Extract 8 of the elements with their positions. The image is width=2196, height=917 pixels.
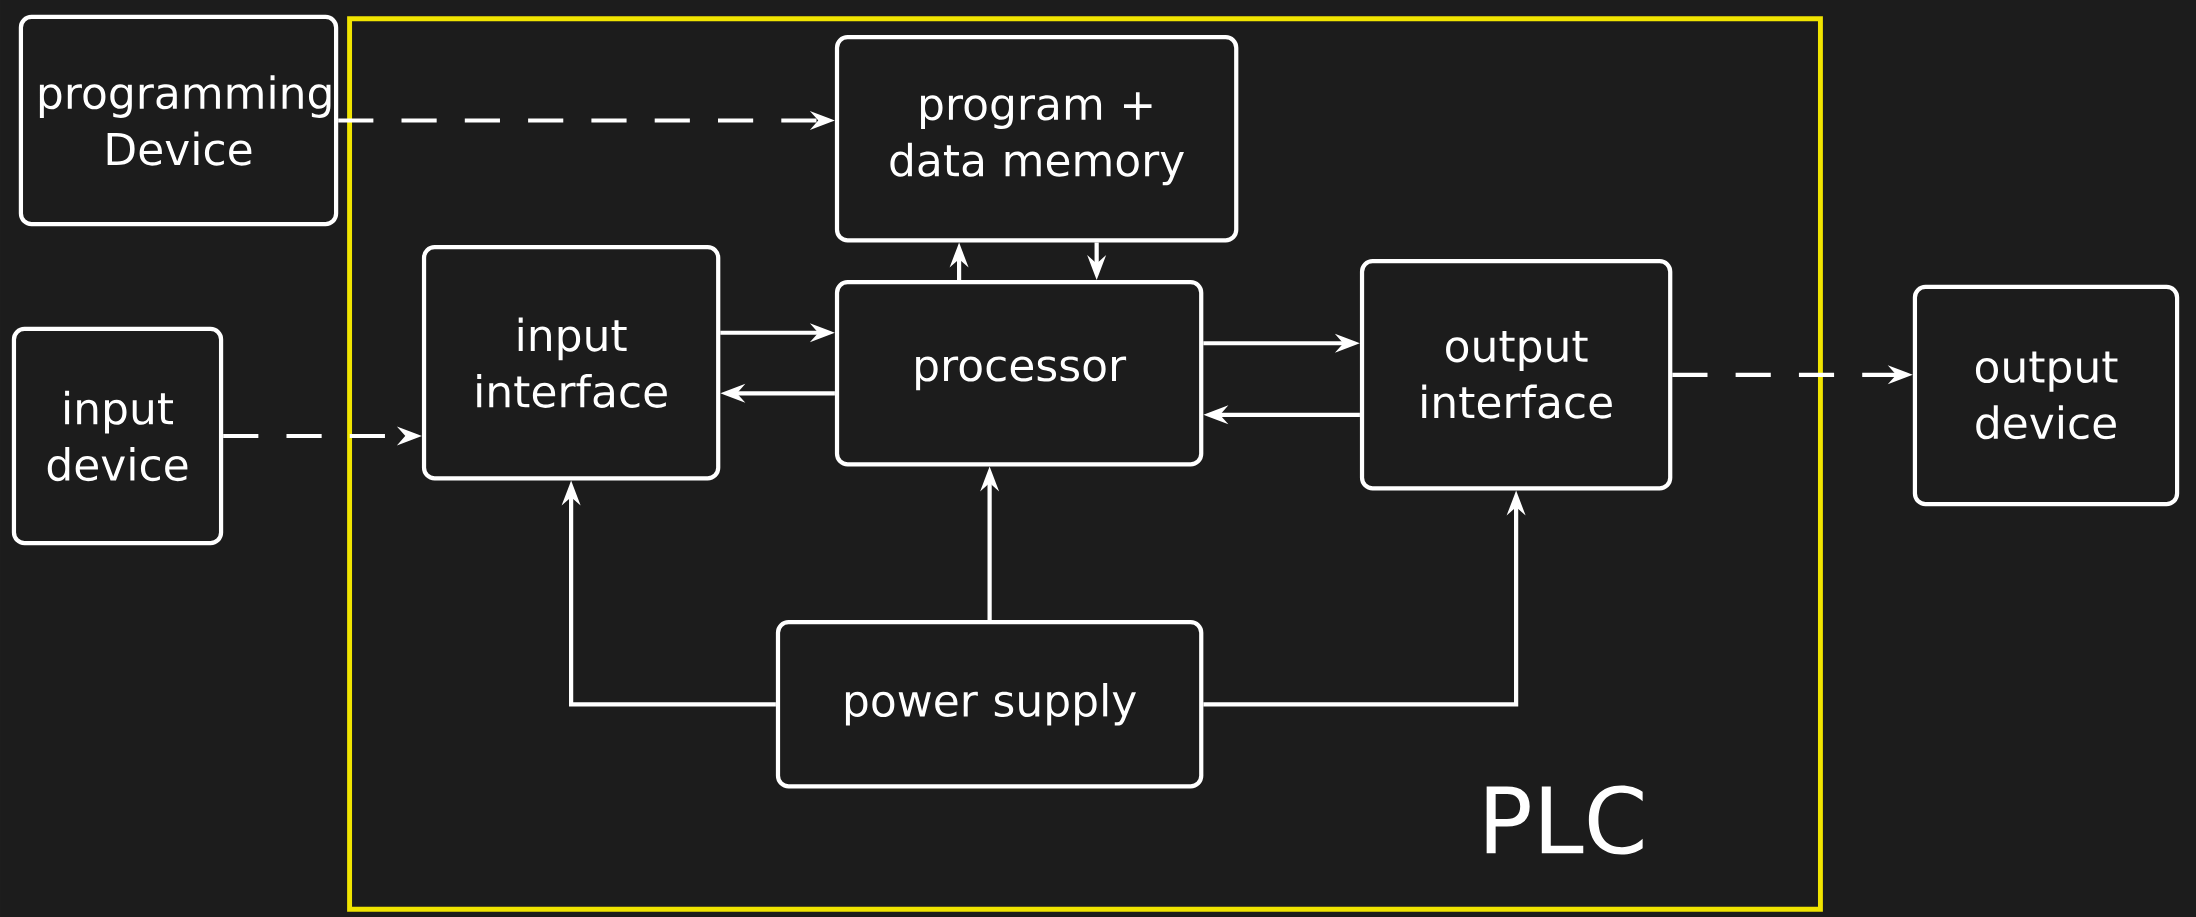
process-box: output interface [1359,259,1673,491]
process-box: processor [834,280,1204,467]
device-box: input device [11,326,224,546]
device-box: programming Device [18,14,339,227]
process-box: program + data memory [834,35,1239,243]
process-box: power supply [775,620,1204,789]
process-box: input interface [421,245,721,481]
device-box: output device [1912,284,2180,507]
